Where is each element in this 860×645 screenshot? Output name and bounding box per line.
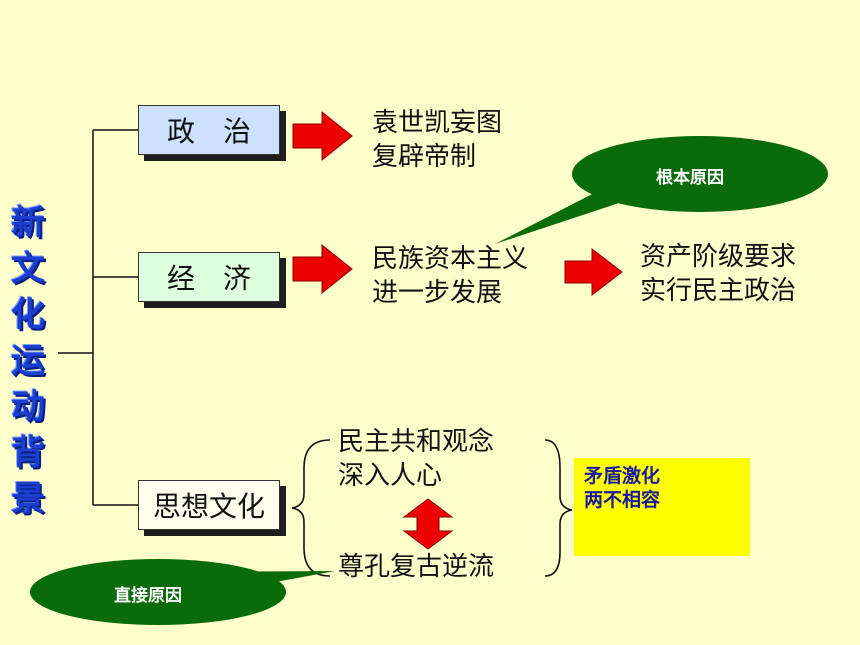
conflict-line: 两不相容 [584, 489, 661, 511]
callout-direct-cause [30, 559, 335, 625]
left-brace [291, 439, 331, 577]
text-line: 复辟帝制 [372, 142, 477, 172]
arrow-right-economy [292, 243, 353, 295]
tree-connectors [58, 129, 138, 506]
text-line: 实行民主政治 [640, 276, 797, 306]
conflict-line: 矛盾激化 [584, 465, 661, 487]
title-char: 运 [11, 341, 45, 381]
arrow-right-demand [564, 247, 623, 297]
text-line: 深入人心 [338, 461, 443, 491]
culture-box: 思想文化 [138, 480, 280, 530]
callout-root-cause [495, 136, 828, 244]
double-arrow-conflict [402, 498, 454, 550]
culture-bottom-text: 尊孔复古逆流 [338, 552, 495, 582]
title-char: 景 [11, 479, 45, 519]
root-cause-label: 根本原因 [656, 168, 724, 188]
arrow-right-politics [292, 110, 353, 162]
right-brace [544, 439, 573, 577]
politics-box: 政 治 [138, 105, 280, 155]
culture-top-text: 民主共和观念 深入人心 [338, 425, 494, 493]
title-char: 背 [11, 433, 45, 473]
text-line: 进一步发展 [372, 278, 503, 308]
economy-result-text: 民族资本主义 进一步发展 [372, 242, 528, 310]
conflict-box: 矛盾激化 两不相容 [574, 458, 750, 556]
title-char: 新 [11, 203, 45, 243]
title-char: 动 [11, 387, 45, 427]
text-line: 袁世凯妄图 [372, 108, 503, 138]
economy-demand-text: 资产阶级要求 实行民主政治 [640, 240, 796, 308]
text-line: 民主共和观念 [338, 427, 495, 457]
text-line: 民族资本主义 [372, 244, 529, 274]
politics-result-text: 袁世凯妄图 复辟帝制 [372, 106, 502, 174]
direct-cause-label: 直接原因 [114, 586, 182, 606]
economy-box: 经 济 [138, 252, 280, 302]
text-line: 资产阶级要求 [640, 242, 797, 272]
title-char: 化 [11, 295, 45, 335]
title-char: 文 [11, 249, 45, 289]
vertical-title: 新 文 化 运 动 背 景 [6, 200, 50, 522]
